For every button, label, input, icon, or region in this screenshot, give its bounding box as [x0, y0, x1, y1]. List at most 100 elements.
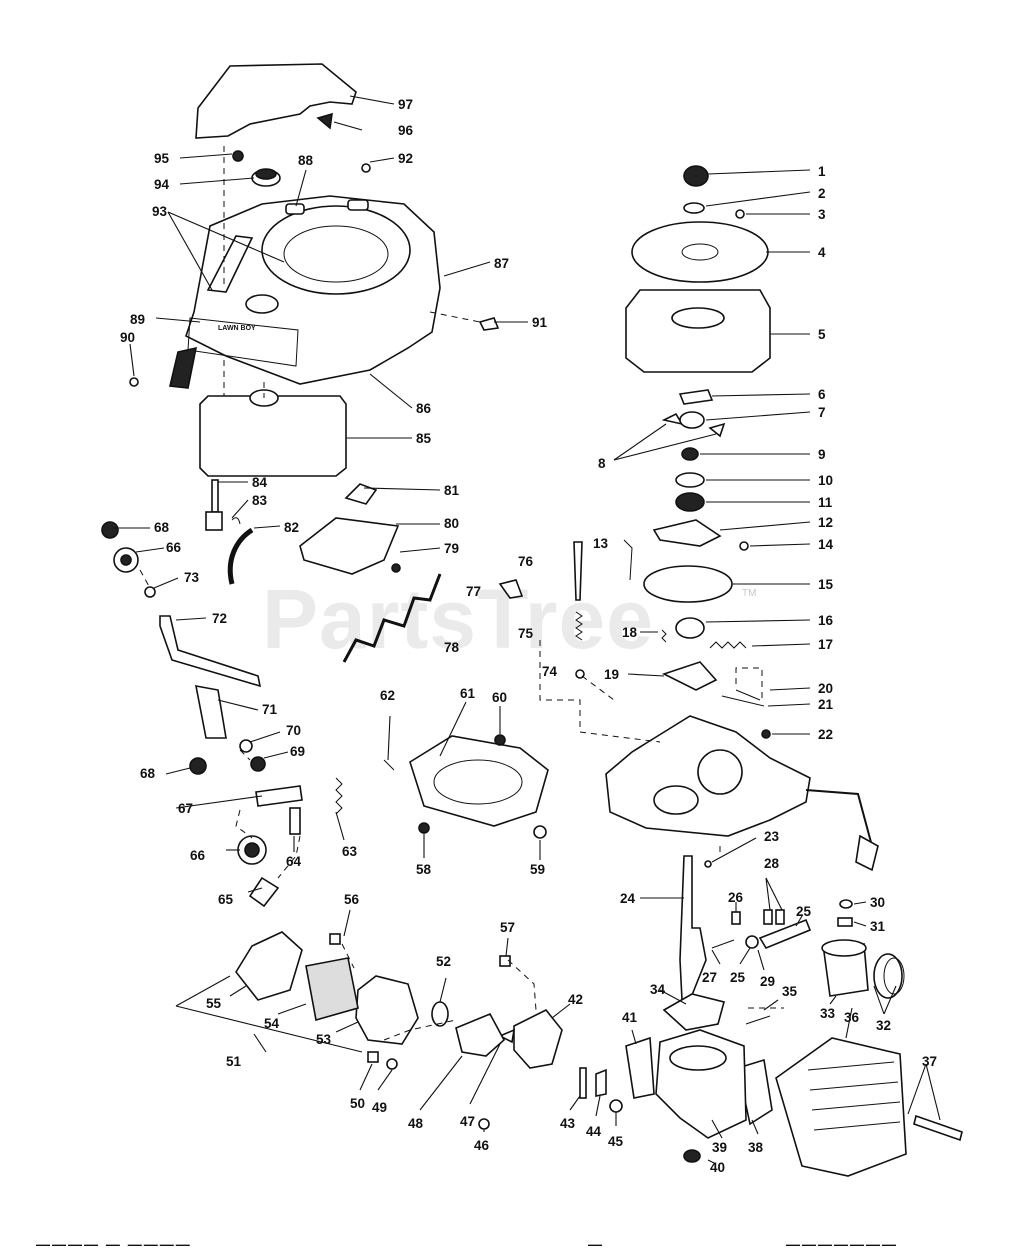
part-79 [391, 563, 401, 573]
part-16 [675, 617, 705, 639]
callout-66a: 66 [166, 540, 182, 555]
callout-39: 39 [712, 1140, 727, 1155]
callout-77: 77 [466, 584, 481, 599]
callout-89: 89 [130, 312, 145, 327]
callout-67: 67 [178, 801, 193, 816]
part-3 [735, 209, 745, 219]
callout-97: 97 [398, 97, 413, 112]
callout-32: 32 [876, 1018, 891, 1033]
part-drawings: LAWN BOY [101, 63, 963, 1177]
part-37 [913, 1114, 963, 1142]
part-6 [678, 389, 714, 405]
callout-25a: 25 [796, 904, 812, 919]
assembly-dashed-lines [139, 146, 784, 1041]
callout-2: 2 [818, 186, 826, 201]
part-40 [683, 1149, 701, 1163]
callout-26: 26 [728, 890, 744, 905]
callout-leaders [112, 95, 941, 1165]
callout-57: 57 [500, 920, 515, 935]
callout-25b: 25 [730, 970, 746, 985]
callout-42: 42 [568, 992, 583, 1007]
part-77 [498, 579, 524, 599]
callout-58: 58 [416, 862, 432, 877]
part-81 [344, 483, 378, 505]
callout-80: 80 [444, 516, 459, 531]
callout-79: 79 [444, 541, 459, 556]
part-82 [227, 527, 254, 585]
callout-23: 23 [764, 829, 780, 844]
part-10 [675, 472, 705, 488]
callout-78: 78 [444, 640, 460, 655]
callout-86: 86 [416, 401, 432, 416]
part-34 [662, 993, 725, 1031]
callout-35: 35 [782, 984, 798, 999]
callout-8: 8 [598, 456, 606, 471]
callout-94: 94 [154, 177, 170, 192]
callout-93: 93 [152, 204, 168, 219]
part-41 [625, 1036, 655, 1099]
callout-27: 27 [702, 970, 717, 985]
part-59 [533, 825, 547, 839]
part-67 [255, 785, 303, 807]
part-80 [299, 517, 400, 575]
part-9 [681, 447, 699, 461]
part-56 [329, 933, 341, 945]
part-91 [478, 317, 500, 331]
part-45 [609, 1099, 623, 1113]
part-48-carburetor [455, 1012, 506, 1057]
callout-56: 56 [344, 892, 360, 907]
callout-51: 51 [226, 1054, 242, 1069]
callout-55: 55 [206, 996, 222, 1011]
callout-37: 37 [922, 1054, 937, 1069]
part-68a [101, 521, 119, 539]
part-42 [513, 1008, 563, 1069]
callout-71: 71 [262, 702, 278, 717]
part-46 [478, 1118, 490, 1130]
watermark-text: PartsTree [262, 572, 654, 666]
callout-76: 76 [518, 554, 534, 569]
part-61 [409, 735, 549, 827]
callout-22: 22 [818, 727, 833, 742]
callout-69: 69 [290, 744, 305, 759]
part-30 [839, 899, 853, 909]
callout-29: 29 [760, 974, 775, 989]
callout-9: 9 [818, 447, 826, 462]
part-53 [355, 975, 419, 1045]
callout-61: 61 [460, 686, 476, 701]
part-63 [335, 777, 343, 815]
part-55 [235, 931, 303, 1001]
callout-52: 52 [436, 954, 451, 969]
part-20 [735, 689, 761, 701]
part-22 [761, 729, 771, 739]
part-65 [248, 876, 280, 908]
callout-75: 75 [518, 626, 534, 641]
part-31 [837, 917, 853, 927]
callout-43: 43 [560, 1116, 576, 1131]
part-75 [575, 611, 583, 641]
part-52 [431, 1001, 449, 1027]
callout-24: 24 [620, 891, 636, 906]
part-11 [675, 492, 705, 512]
callout-70: 70 [286, 723, 301, 738]
part-25 [758, 918, 812, 950]
callout-34: 34 [650, 982, 666, 997]
part-69 [250, 756, 266, 772]
part-21 [721, 695, 765, 707]
part-26 [731, 911, 741, 925]
callout-74: 74 [542, 664, 558, 679]
part-50 [367, 1051, 379, 1063]
callout-83: 83 [252, 493, 268, 508]
callout-1: 1 [818, 164, 826, 179]
callout-41: 41 [622, 1010, 638, 1025]
callout-87: 87 [494, 256, 509, 271]
callout-11: 11 [818, 495, 833, 510]
part-18 [661, 629, 667, 643]
part-92 [361, 163, 371, 173]
callout-7: 7 [818, 405, 826, 420]
callout-10: 10 [818, 473, 833, 488]
part-2 [683, 202, 705, 214]
callout-15: 15 [818, 577, 834, 592]
part-58 [418, 822, 430, 834]
callout-3: 3 [818, 207, 826, 222]
footer-left: ———— — ———— [36, 1236, 192, 1249]
